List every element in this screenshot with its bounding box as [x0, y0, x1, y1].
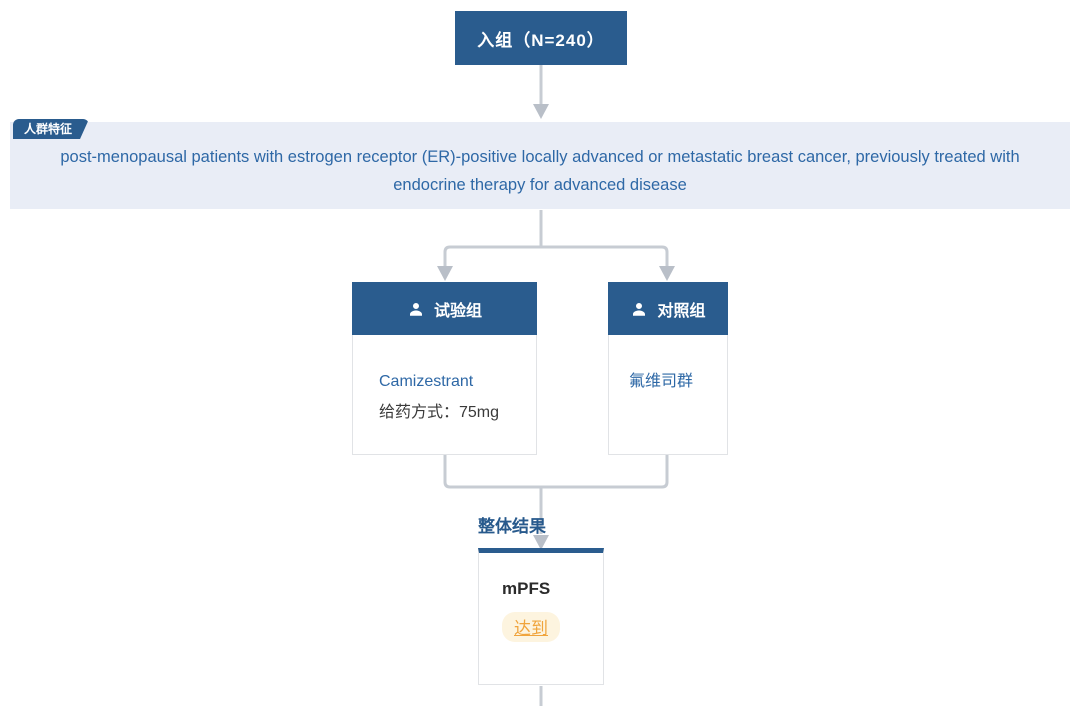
experimental-group-label: 试验组 — [433, 302, 482, 320]
arrowhead-to-experimental — [437, 266, 453, 281]
population-tag-label: 人群特征 — [24, 122, 73, 136]
experimental-group-header: 试验组 — [352, 282, 537, 335]
connector-merge-bar — [443, 453, 669, 489]
control-group-header: 对照组 — [608, 282, 728, 335]
endpoint-label: mPFS — [502, 579, 551, 598]
arrowhead-to-control — [659, 266, 675, 281]
control-group-label: 对照组 — [657, 302, 706, 320]
experimental-group-body: Camizestrant 给药方式：75mg — [353, 335, 536, 423]
experimental-group-node: 试验组 Camizestrant 给药方式：75mg — [352, 282, 537, 455]
control-group-node: 对照组 氟维司群 — [608, 282, 728, 455]
results-node: mPFS 达到 — [478, 548, 604, 685]
population-banner: 人群特征 post-menopausal patients with estro… — [10, 122, 1070, 209]
control-group-body: 氟维司群 — [609, 335, 727, 392]
experimental-dose: 给药方式：75mg — [379, 404, 500, 421]
control-drug-link[interactable]: 氟维司群 — [629, 373, 694, 390]
population-tag: 人群特征 — [13, 119, 89, 139]
arrowhead-to-banner — [533, 104, 549, 119]
connector-split-bar — [443, 245, 669, 266]
population-description: post-menopausal patients with estrogen r… — [60, 148, 1020, 194]
enrollment-node: 入组（N=240） — [455, 11, 627, 65]
enrollment-label: 入组（N=240） — [477, 30, 605, 50]
person-icon — [409, 302, 422, 316]
status-badge[interactable]: 达到 — [502, 612, 560, 642]
results-section-label: 整体结果 — [478, 517, 546, 536]
arrowhead-to-results — [533, 535, 549, 550]
experimental-drug-link[interactable]: Camizestrant — [379, 373, 474, 390]
person-icon — [633, 302, 646, 316]
